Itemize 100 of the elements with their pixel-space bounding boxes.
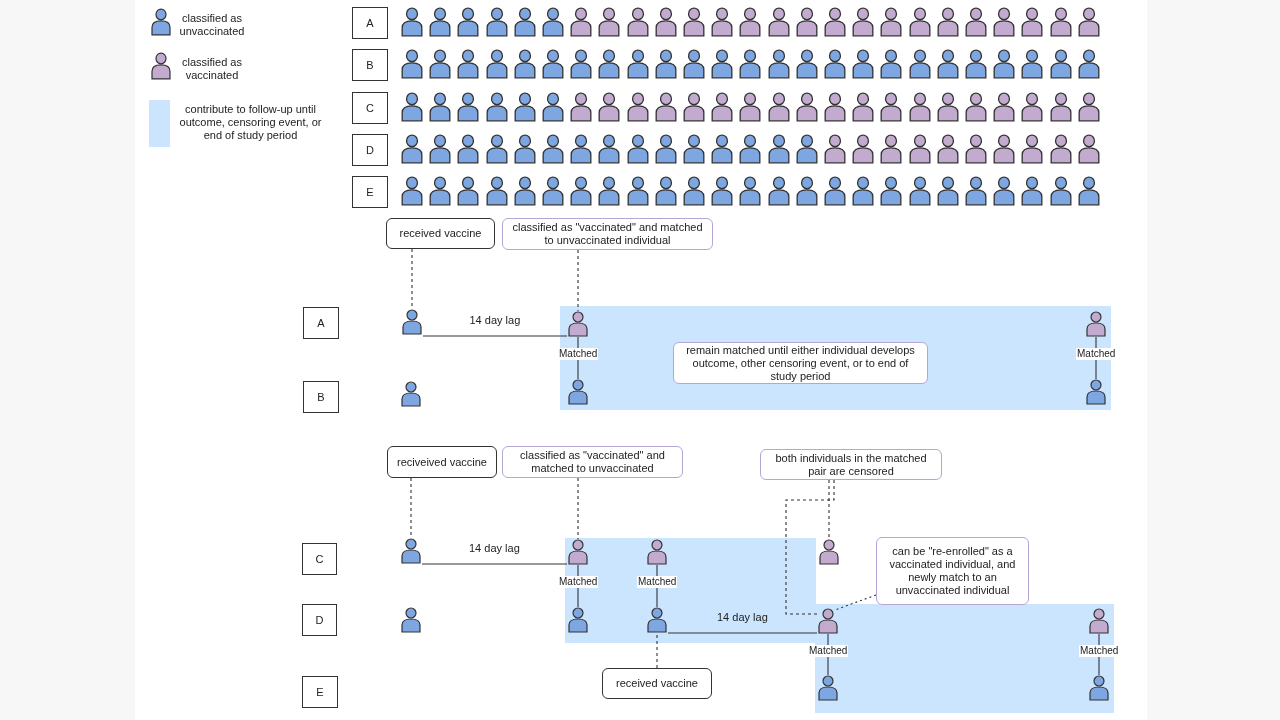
person-icon bbox=[653, 176, 678, 206]
callout-box: classified as "vaccinated" and matched to unvaccinated individual bbox=[502, 218, 713, 250]
person-icon bbox=[1020, 49, 1045, 79]
edge-label: 14 day lag bbox=[468, 542, 521, 554]
person-icon bbox=[1085, 379, 1107, 405]
person-icon bbox=[964, 134, 988, 164]
person-icon bbox=[484, 7, 509, 37]
person-icon bbox=[710, 176, 735, 206]
person-icon bbox=[851, 134, 876, 164]
person-icon bbox=[818, 539, 840, 565]
person-icon bbox=[907, 92, 932, 122]
person-icon bbox=[569, 7, 594, 37]
person-icon bbox=[597, 134, 622, 164]
person-icon bbox=[569, 176, 594, 206]
row-label: C bbox=[302, 543, 337, 575]
person-icon bbox=[935, 134, 960, 164]
person-icon bbox=[456, 176, 481, 206]
person-icon bbox=[400, 538, 422, 564]
person-icon bbox=[1076, 92, 1101, 122]
connector-line bbox=[421, 563, 568, 565]
person-icon bbox=[907, 49, 932, 79]
person-icon bbox=[992, 134, 1017, 164]
person-icon bbox=[964, 92, 988, 122]
person-icon bbox=[653, 134, 678, 164]
person-icon bbox=[1088, 675, 1110, 701]
edge-label: Matched bbox=[637, 576, 678, 588]
person-icon bbox=[710, 134, 735, 164]
person-icon bbox=[879, 7, 904, 37]
callout-box: classified as "vaccinated" and matched to unvaccinated bbox=[502, 446, 683, 478]
edge-label: Matched bbox=[558, 576, 599, 588]
person-icon bbox=[1076, 49, 1101, 79]
person-icon bbox=[456, 7, 481, 37]
person-icon bbox=[1076, 134, 1101, 164]
person-icon bbox=[541, 49, 565, 79]
person-icon bbox=[682, 134, 706, 164]
person-icon bbox=[625, 92, 650, 122]
person-icon bbox=[682, 92, 706, 122]
person-icon bbox=[401, 309, 423, 335]
person-icon bbox=[1048, 176, 1073, 206]
person-icon bbox=[456, 49, 481, 79]
person-icon bbox=[1020, 92, 1045, 122]
leader-line bbox=[656, 632, 658, 669]
person-icon bbox=[1048, 92, 1073, 122]
person-icon bbox=[541, 7, 565, 37]
edge-label: 14 day lag bbox=[716, 611, 769, 623]
person-icon bbox=[400, 134, 424, 164]
person-icon bbox=[766, 134, 791, 164]
row-label: D bbox=[352, 134, 388, 166]
person-icon bbox=[766, 176, 791, 206]
person-icon bbox=[738, 7, 763, 37]
person-icon bbox=[597, 92, 622, 122]
person-icon bbox=[1076, 7, 1101, 37]
person-icon bbox=[1088, 608, 1110, 634]
person-icon bbox=[567, 379, 589, 405]
person-icon bbox=[682, 7, 706, 37]
person-icon bbox=[710, 49, 735, 79]
person-icon bbox=[935, 49, 960, 79]
person-icon bbox=[400, 607, 422, 633]
person-icon bbox=[879, 176, 904, 206]
person-icon bbox=[851, 49, 876, 79]
person-icon bbox=[682, 176, 706, 206]
edge-label: Matched bbox=[558, 348, 599, 360]
person-icon bbox=[625, 7, 650, 37]
person-icon bbox=[400, 92, 424, 122]
person-icon bbox=[569, 134, 594, 164]
person-icon bbox=[1048, 49, 1073, 79]
row-label: E bbox=[302, 676, 338, 708]
person-icon bbox=[484, 134, 509, 164]
person-icon bbox=[851, 176, 876, 206]
leader-line bbox=[785, 479, 835, 615]
person-icon bbox=[964, 7, 988, 37]
row-label: B bbox=[303, 381, 339, 413]
person-icon bbox=[1020, 176, 1045, 206]
person-icon bbox=[823, 49, 847, 79]
person-icon bbox=[710, 92, 735, 122]
connector-line bbox=[422, 335, 568, 337]
person-icon bbox=[653, 49, 678, 79]
person-icon bbox=[794, 134, 819, 164]
callout-box: both individuals in the matched pair are censored bbox=[760, 449, 942, 480]
callout-box: received vaccine bbox=[386, 218, 495, 249]
person-icon bbox=[794, 7, 819, 37]
leader-line bbox=[828, 479, 830, 540]
connector-line bbox=[667, 632, 818, 634]
person-icon bbox=[907, 176, 932, 206]
person-icon bbox=[935, 92, 960, 122]
person-icon bbox=[541, 134, 565, 164]
person-icon bbox=[541, 176, 565, 206]
person-icon bbox=[484, 49, 509, 79]
person-icon bbox=[597, 49, 622, 79]
person-icon bbox=[794, 49, 819, 79]
person-icon bbox=[567, 539, 589, 565]
person-icon bbox=[1048, 134, 1073, 164]
person-icon bbox=[851, 7, 876, 37]
row-label: E bbox=[352, 176, 388, 208]
person-icon bbox=[1076, 176, 1101, 206]
person-icon bbox=[879, 92, 904, 122]
person-icon bbox=[992, 7, 1017, 37]
person-icon bbox=[597, 176, 622, 206]
person-icon bbox=[456, 134, 481, 164]
person-icon bbox=[456, 92, 481, 122]
